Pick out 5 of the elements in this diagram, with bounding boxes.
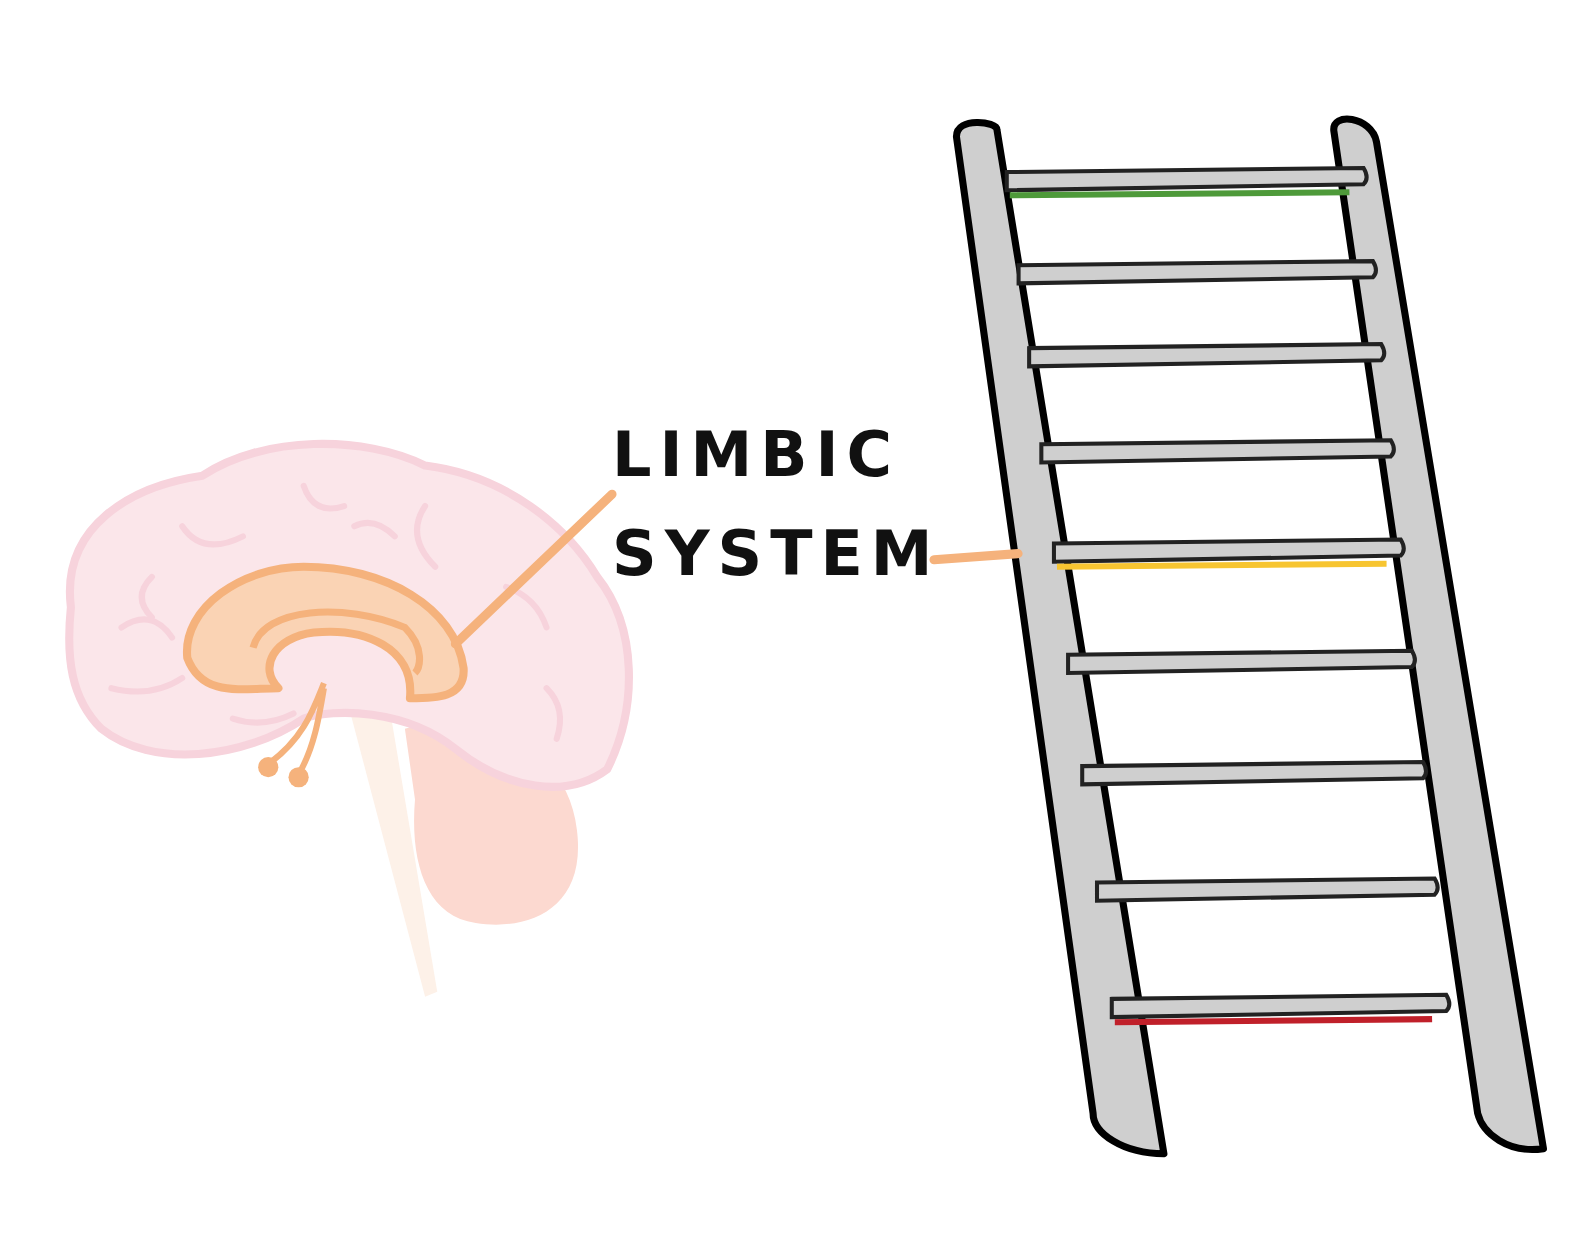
- limbic-system-drawing: [183, 562, 468, 788]
- ladder-drawing: [952, 115, 1547, 1158]
- text-label: LIMBIC SYSTEM: [612, 405, 934, 604]
- leader-line: [450, 489, 617, 649]
- leader-line: [929, 549, 1023, 565]
